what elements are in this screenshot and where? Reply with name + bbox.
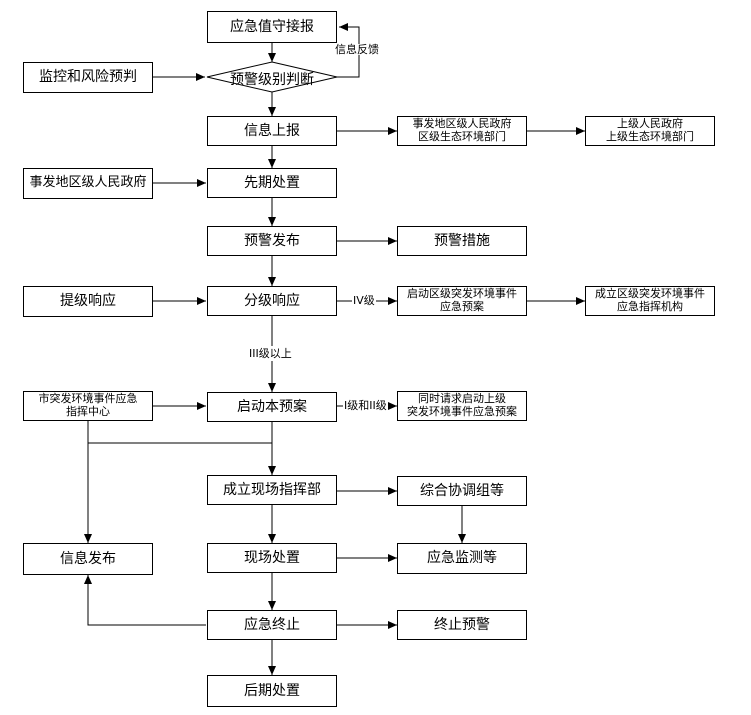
node-request-upper-plan: 同时请求启动上级 突发环境事件应急预案 [397, 391, 527, 421]
node-aftermath: 后期处置 [207, 675, 337, 707]
node-district-gov: 事发地区级人民政府 区级生态环境部门 [397, 116, 527, 146]
label-level-i-ii: I级和II级 [343, 399, 388, 412]
node-field-disposal: 现场处置 [207, 543, 337, 573]
node-initial-disposal: 先期处置 [207, 168, 337, 198]
node-coordination-group: 综合协调组等 [397, 476, 527, 506]
node-district-gov-line1: 事发地区级人民政府 [412, 117, 512, 131]
node-upper-gov: 上级人民政府 上级生态环境部门 [585, 116, 715, 146]
edge-n23-n20 [84, 575, 206, 626]
node-district-command-line2: 应急指挥机构 [617, 300, 683, 313]
node-city-command-line1: 市突发环境事件应急 [38, 392, 138, 406]
node-upper-gov-line1: 上级人民政府 [617, 117, 683, 131]
node-level-judgment: 预警级别判断 [230, 72, 314, 88]
node-duty-report: 应急值守接报 [207, 11, 337, 43]
node-request-upper-plan-line1: 同时请求启动上级 [418, 392, 506, 406]
node-start-district-plan: 启动区级突发环境事件 应急预案 [397, 286, 527, 316]
node-emergency-monitoring: 应急监测等 [397, 543, 527, 574]
node-district-command-line1: 成立区级突发环境事件 [595, 287, 705, 301]
node-info-release: 信息发布 [23, 543, 153, 575]
node-upper-gov-line2: 上级生态环境部门 [606, 130, 694, 143]
node-emergency-termination: 应急终止 [207, 610, 337, 640]
node-city-command: 市突发环境事件应急 指挥中心 [23, 391, 153, 421]
node-district-gov-line2: 区级生态环境部门 [418, 130, 506, 143]
node-start-plan: 启动本预案 [207, 392, 337, 422]
label-level-iv: IV级 [352, 294, 376, 307]
node-field-command: 成立现场指挥部 [207, 475, 337, 505]
node-warning-release: 预警发布 [207, 226, 337, 256]
node-city-command-line2: 指挥中心 [66, 405, 110, 418]
node-graded-response: 分级响应 [207, 286, 337, 316]
node-warning-measures: 预警措施 [397, 226, 527, 256]
label-level-iii-above: III级以上 [249, 346, 292, 361]
node-escalate: 提级响应 [23, 286, 153, 317]
node-info-report: 信息上报 [207, 116, 337, 146]
node-local-gov: 事发地区级人民政府 [23, 168, 153, 199]
node-start-district-plan-line2: 应急预案 [440, 300, 484, 313]
label-info-feedback: 信息反馈 [335, 43, 379, 56]
node-request-upper-plan-line2: 突发环境事件应急预案 [407, 405, 517, 418]
node-district-command: 成立区级突发环境事件 应急指挥机构 [585, 286, 715, 316]
node-terminate-warning: 终止预警 [397, 610, 527, 640]
node-start-district-plan-line1: 启动区级突发环境事件 [407, 287, 517, 301]
node-monitoring: 监控和风险预判 [23, 62, 153, 93]
